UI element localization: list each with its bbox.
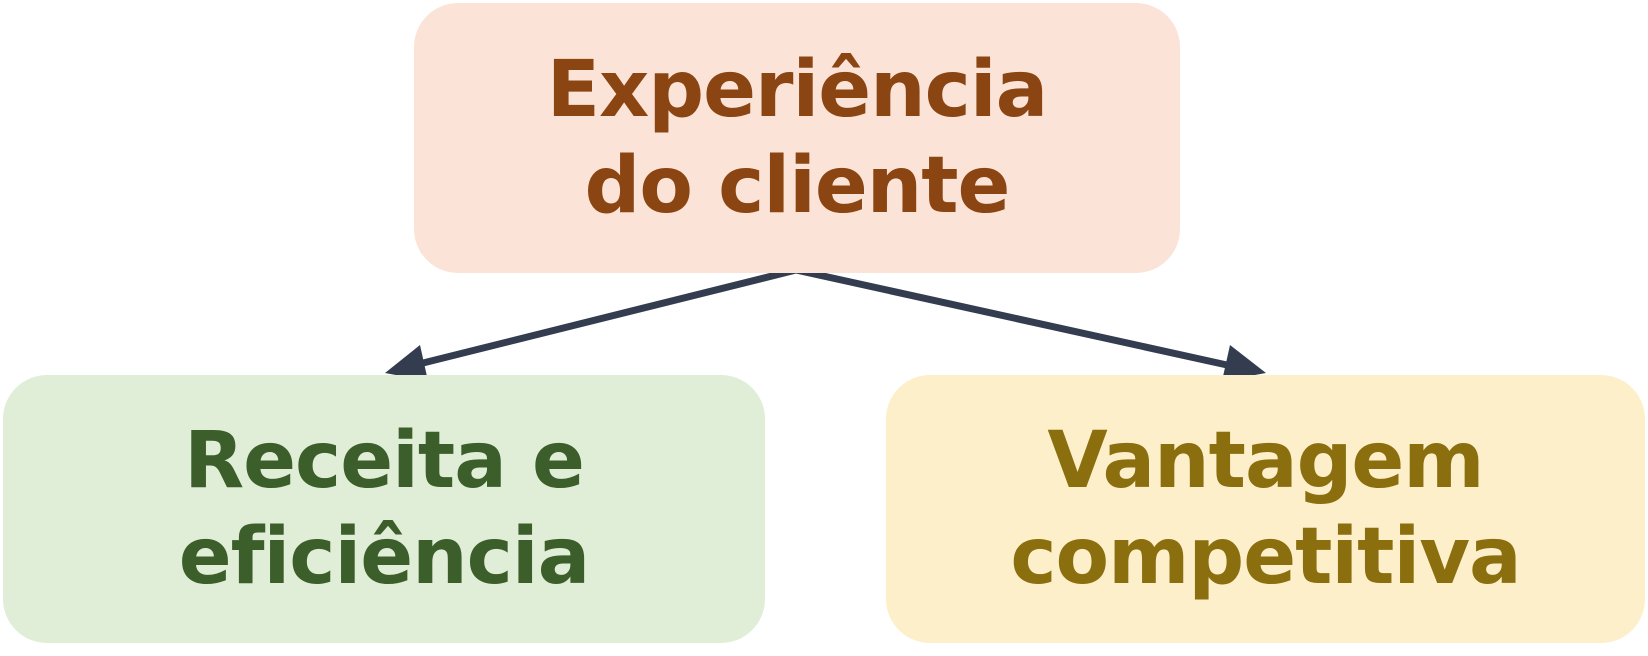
arrow-top-to-right	[795, 266, 1228, 369]
node-customer-experience-label: Experiência do cliente	[546, 45, 1049, 231]
arrow-top-to-left	[414, 266, 797, 369]
arrowhead-right	[1222, 345, 1266, 381]
node-revenue-efficiency: Receita e eficiência	[3, 375, 765, 643]
node-revenue-efficiency-label: Receita e eficiência	[178, 416, 591, 602]
node-customer-experience: Experiência do cliente	[414, 3, 1180, 273]
node-competitive-advantage: Vantagem competitiva	[886, 375, 1645, 643]
arrowhead-left	[385, 345, 428, 381]
node-competitive-advantage-label: Vantagem competitiva	[1010, 416, 1521, 602]
